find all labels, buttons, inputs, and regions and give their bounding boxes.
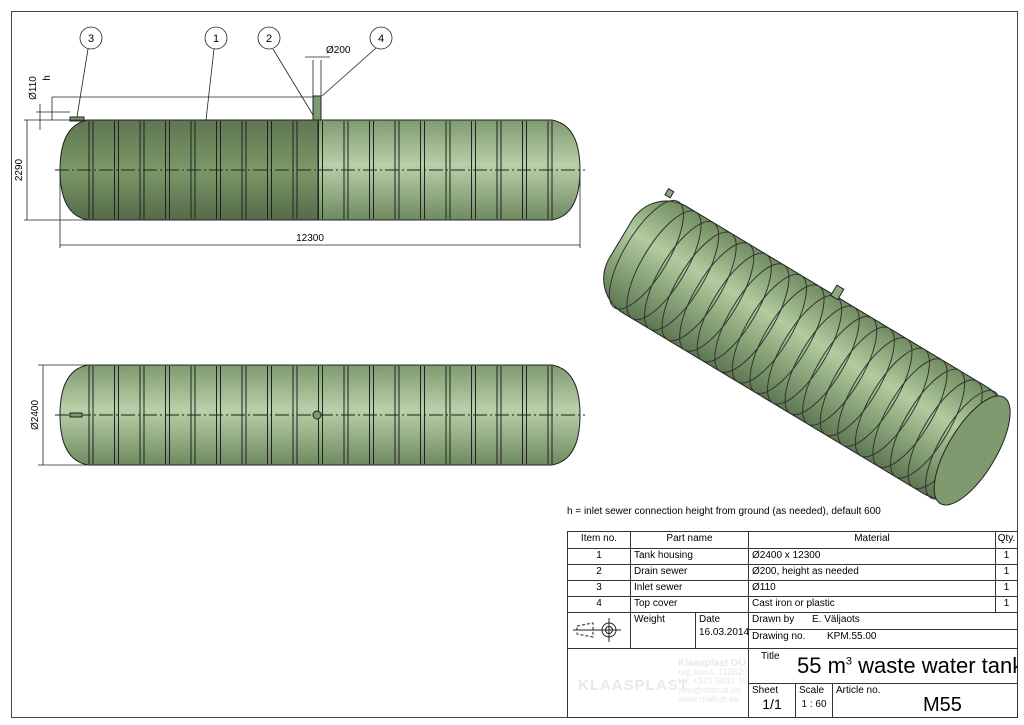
drawn-by-value: E. Väljaots	[812, 614, 860, 625]
tank-rib	[802, 316, 878, 426]
sheet-value: 1/1	[762, 696, 782, 712]
tank-rib	[643, 220, 720, 331]
balloon-2: 2	[266, 33, 272, 45]
bom-header-item: Item no.	[567, 531, 631, 549]
side-view: 3 1 2 4 Ø200 12300 2290 Ø110 h	[14, 26, 585, 248]
bom-item: 1	[567, 548, 631, 565]
drawing-no-cell: Drawing no. KPM.55.00	[748, 629, 1018, 649]
bom-header-material: Material	[748, 531, 996, 549]
bom-part: Drain sewer	[630, 564, 749, 581]
dim-d110: Ø110	[28, 76, 39, 100]
bom-qty: 1	[995, 580, 1018, 597]
bom-material: Cast iron or plastic	[748, 596, 996, 613]
scale-value: 1 : 60	[801, 699, 827, 710]
drawing-title: 55 m3 waste water tank	[797, 653, 1018, 679]
tank-rib	[714, 263, 790, 373]
dim-length: 12300	[296, 233, 324, 244]
tank-rib	[925, 389, 1001, 500]
bom-part: Top cover	[630, 596, 749, 613]
bom-material: Ø110	[748, 580, 996, 597]
company-web: www.mahuti.ee	[678, 694, 740, 704]
dim-height: 2290	[14, 158, 25, 181]
company-reg: reg.kood: 11862070	[678, 667, 748, 677]
balloon-4: 4	[378, 33, 384, 45]
top-view: Ø2400	[30, 364, 585, 466]
drawn-by-cell: Drawn by E. Väljaots	[748, 612, 1018, 630]
drain-sewer-pipe	[312, 95, 322, 121]
bom-qty: 1	[995, 564, 1018, 581]
bom-item: 2	[567, 564, 631, 581]
bom-material: Ø200, height as needed	[748, 564, 996, 581]
company-email: info@mahuti.ee	[678, 685, 742, 695]
bom-qty: 1	[995, 548, 1018, 565]
article-cell: Article no. M55	[832, 683, 1018, 718]
inlet-height-note: h = inlet sewer connection height from g…	[567, 506, 881, 517]
drawing-frame	[11, 11, 1018, 718]
dim-h: h	[42, 75, 53, 81]
scale-cell: Scale 1 : 60	[795, 683, 833, 718]
company-tel: tel: +372 5691 1914	[678, 676, 748, 686]
isometric-view	[603, 188, 1011, 506]
company-name: Klaasplast OÜ	[678, 658, 746, 669]
drawing-no-value: KPM.55.00	[827, 631, 877, 642]
tank-rib	[731, 273, 808, 384]
company-logo: KLAASPLAST	[578, 677, 689, 694]
tank-rib	[889, 368, 966, 479]
title-main: 55 m	[797, 653, 846, 678]
title-rest: waste water tank	[852, 653, 1018, 678]
date-label: Date	[699, 614, 721, 625]
balloon-3: 3	[88, 33, 94, 45]
bom-item: 4	[567, 596, 631, 613]
title-superscript: 3	[845, 655, 853, 668]
dimension-lines	[24, 26, 581, 248]
iso-drain-pipe	[830, 284, 845, 301]
article-value: M55	[923, 694, 962, 716]
sheet-cell: Sheet 1/1	[748, 683, 796, 718]
tank-rib	[696, 252, 772, 363]
bom-part: Inlet sewer	[630, 580, 749, 597]
title-label: Title	[761, 651, 780, 662]
tank-rib	[749, 284, 825, 395]
tank-rib	[661, 231, 737, 342]
bom-qty: 1	[995, 596, 1018, 613]
tank-rib	[837, 337, 913, 447]
tank-rib	[626, 210, 702, 321]
tank-rib	[784, 305, 860, 416]
drawn-by-label: Drawn by	[752, 614, 795, 625]
drawing-no-label: Drawing no.	[752, 631, 806, 642]
title-cell: Title 55 m3 waste water tank	[748, 648, 1018, 684]
date-value: 16.03.2014	[699, 627, 749, 638]
tank-rib	[872, 358, 948, 468]
scale-label: Scale	[799, 685, 825, 696]
bom-item: 3	[567, 580, 631, 597]
projection-symbol	[567, 612, 631, 649]
bom-header-part: Part name	[630, 531, 749, 549]
first-angle-projection-icon	[573, 618, 621, 642]
tank-rib	[854, 347, 931, 458]
sheet-label: Sheet	[752, 685, 779, 696]
bom-part: Tank housing	[630, 548, 749, 565]
weight-cell: Weight	[630, 612, 696, 649]
article-label: Article no.	[836, 685, 881, 696]
dim-d200: Ø200	[326, 45, 351, 56]
weight-label: Weight	[634, 614, 665, 625]
tank-rib	[819, 326, 895, 437]
date-cell: Date 16.03.2014	[695, 612, 749, 649]
balloon-1: 1	[213, 33, 219, 45]
company-logo-cell: KLAASPLAST Klaasplast OÜ reg.kood: 11862…	[567, 648, 749, 718]
drain-opening	[312, 410, 322, 420]
inlet-opening	[69, 412, 83, 418]
bom-material: Ø2400 x 12300	[748, 548, 996, 565]
dim-diameter: Ø2400	[30, 400, 41, 430]
bom-header-qty: Qty.	[995, 531, 1018, 549]
